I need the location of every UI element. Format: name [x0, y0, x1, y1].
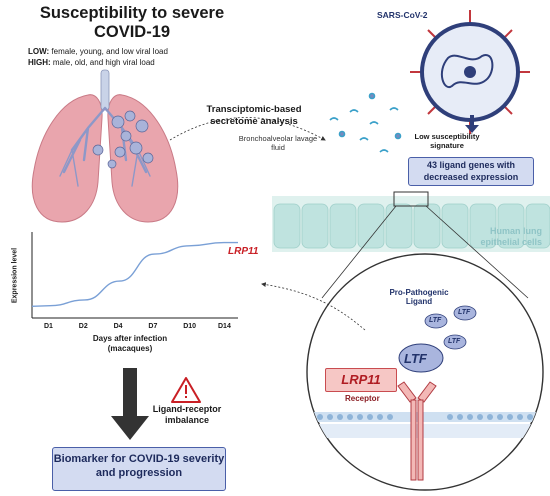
signature-result-box: 43 ligand genes with decreased expressio… [408, 157, 534, 186]
cells-label: Human lung epithelial cells [480, 226, 542, 247]
x-tick-label: D14 [218, 323, 231, 330]
virus-icon [410, 10, 530, 134]
series-line-lrp11 [31, 241, 238, 308]
receptor-label: Receptor [345, 394, 380, 403]
series-label-lrp11: LRP11 [228, 246, 259, 257]
low-susceptibility-text: LOW: female, young, and low viral load [28, 47, 168, 56]
zoom-circle [306, 253, 544, 491]
x-tick-label: D4 [113, 323, 123, 330]
sample-label: Bronchoalveolar lavage fluid [238, 134, 318, 152]
receptor-name-box: LRP11 [325, 368, 397, 392]
ltf-main-label: LTF [404, 351, 427, 366]
chart-y-axis-label: Expression level [11, 247, 19, 304]
down-arrow-icon [111, 368, 149, 440]
high-susceptibility-text: HIGH: male, old, and high viral load [28, 58, 155, 67]
ligand-label: Pro-Pathogenic Ligand [389, 288, 449, 306]
warning-triangle-icon [171, 377, 201, 403]
x-tick-label: D7 [148, 323, 158, 330]
receptor-icon [397, 381, 437, 481]
ltf-small-label: LTF [448, 338, 461, 345]
chart-x-axis-label: Days after infection (macaques) [92, 334, 168, 353]
x-tick-label: D2 [78, 323, 88, 330]
virus-label: SARS-CoV-2 [377, 10, 428, 20]
expression-chart [31, 232, 238, 319]
epithelial-cells [272, 191, 550, 299]
analysis-title: Transciptomic-based secretome analysis [206, 104, 302, 127]
main-title: Susceptibility to severe COVID-19 [39, 4, 225, 41]
molecules [329, 92, 402, 153]
signature-label: Low susceptibility signature [414, 132, 480, 150]
lungs [31, 69, 179, 223]
ltf-small-label: LTF [429, 317, 442, 324]
x-tick-label: D10 [183, 323, 197, 330]
imbalance-label: Ligand-receptor imbalance [152, 404, 222, 425]
ltf-small-label: LTF [458, 309, 471, 316]
biomarker-box: Biomarker for COVID-19 severity and prog… [52, 447, 226, 491]
x-tick-label: D1 [44, 323, 53, 330]
